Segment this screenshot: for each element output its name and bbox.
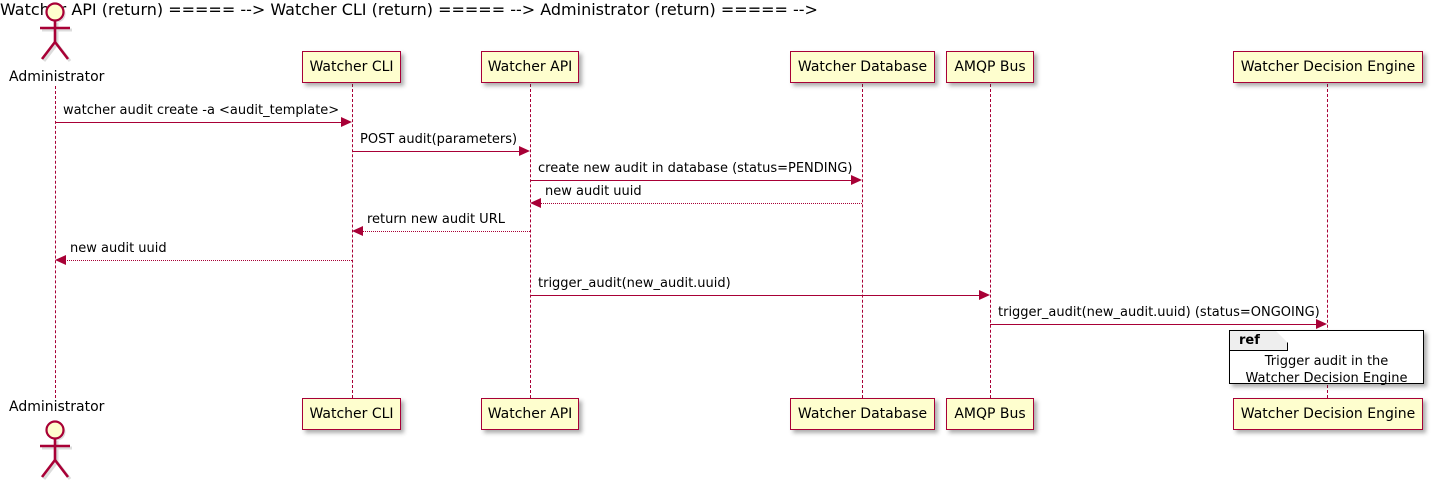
participant-box-watcher-api-bottom[interactable]: Watcher API (481, 398, 579, 430)
message-arrowhead-create-new-audit (851, 175, 862, 185)
participant-label-watcher-cli-top: Watcher CLI (309, 59, 394, 75)
lifeline-amqp-bus (990, 84, 991, 398)
participant-box-watcher-decision-engine-top[interactable]: Watcher Decision Engine (1233, 51, 1423, 83)
participant-label-watcher-decision-engine-bottom: Watcher Decision Engine (1240, 406, 1416, 422)
message-label-new-audit-uuid-api: new audit uuid (545, 184, 642, 199)
participant-label-amqp-bus-bottom: AMQP Bus (954, 406, 1026, 422)
message-line-return-new-audit-url (362, 231, 530, 232)
message-arrowhead-trigger-audit-ongoing (1316, 319, 1327, 329)
message-line-trigger-audit-ongoing (990, 324, 1318, 325)
lifeline-watcher-database (862, 84, 863, 398)
participant-label-watcher-database-bottom: Watcher Database (797, 406, 928, 422)
actor-administrator-bottom (31, 420, 81, 482)
participant-box-watcher-cli-top[interactable]: Watcher CLI (302, 51, 401, 83)
lifeline-watcher-api (530, 84, 531, 398)
participant-label-watcher-cli-bottom: Watcher CLI (309, 406, 394, 422)
message-line-trigger-audit (530, 295, 981, 296)
participant-label-watcher-database-top: Watcher Database (797, 59, 928, 75)
participant-box-amqp-bus-top[interactable]: AMQP Bus (946, 51, 1034, 83)
participant-label-watcher-api-top: Watcher API (487, 59, 573, 75)
ref-fragment-box[interactable]: ref Trigger audit in the Watcher Decisio… (1229, 330, 1424, 386)
message-line-create-new-audit (530, 180, 853, 181)
message-arrowhead-new-audit-uuid-api (530, 198, 541, 208)
actor-administrator-top (31, 2, 81, 64)
message-line-new-audit-uuid-api (540, 203, 862, 204)
lifeline-watcher-cli (352, 84, 353, 398)
message-arrowhead-new-audit-uuid-admin (55, 255, 66, 265)
message-arrowhead-watcher-audit-create (341, 117, 352, 127)
ref-fragment-keyword: ref (1230, 331, 1288, 351)
message-line-new-audit-uuid-admin (65, 260, 352, 261)
participant-box-watcher-decision-engine-bottom[interactable]: Watcher Decision Engine (1233, 398, 1423, 430)
participant-box-amqp-bus-bottom[interactable]: AMQP Bus (946, 398, 1034, 430)
ref-fragment-line-1: Trigger audit in the (1264, 354, 1389, 369)
message-label-trigger-audit: trigger_audit(new_audit.uuid) (538, 276, 731, 291)
participant-box-watcher-cli-bottom[interactable]: Watcher CLI (302, 398, 401, 430)
ref-fragment-line-2: Watcher Decision Engine (1245, 371, 1408, 386)
participant-label-watcher-decision-engine-top: Watcher Decision Engine (1240, 59, 1416, 75)
message-arrowhead-post-audit (519, 146, 530, 156)
message-arrowhead-trigger-audit (979, 290, 990, 300)
message-label-new-audit-uuid-admin: new audit uuid (70, 241, 167, 256)
message-arrowhead-return-new-audit-url (352, 226, 363, 236)
message-label-return-new-audit-url: return new audit URL (367, 212, 505, 227)
participant-box-watcher-database-bottom[interactable]: Watcher Database (790, 398, 935, 430)
lifeline-administrator (55, 86, 56, 398)
actor-label-administrator-bottom: Administrator (9, 399, 105, 415)
message-label-create-new-audit: create new audit in database (status=PEN… (538, 161, 853, 176)
lifeline-watcher-decision-engine (1327, 84, 1328, 398)
message-line-post-audit (352, 151, 521, 152)
message-label-trigger-audit-ongoing: trigger_audit(new_audit.uuid) (status=ON… (998, 305, 1320, 320)
participant-box-watcher-api-top[interactable]: Watcher API (481, 51, 579, 83)
actor-label-administrator-top: Administrator (9, 69, 105, 85)
message-label-watcher-audit-create: watcher audit create -a <audit_template> (63, 103, 340, 118)
message-label-post-audit: POST audit(parameters) (360, 132, 518, 147)
participant-label-watcher-api-bottom: Watcher API (487, 406, 573, 422)
message-line-watcher-audit-create (55, 122, 343, 123)
participant-label-amqp-bus-top: AMQP Bus (954, 59, 1026, 75)
participant-box-watcher-database-top[interactable]: Watcher Database (790, 51, 935, 83)
